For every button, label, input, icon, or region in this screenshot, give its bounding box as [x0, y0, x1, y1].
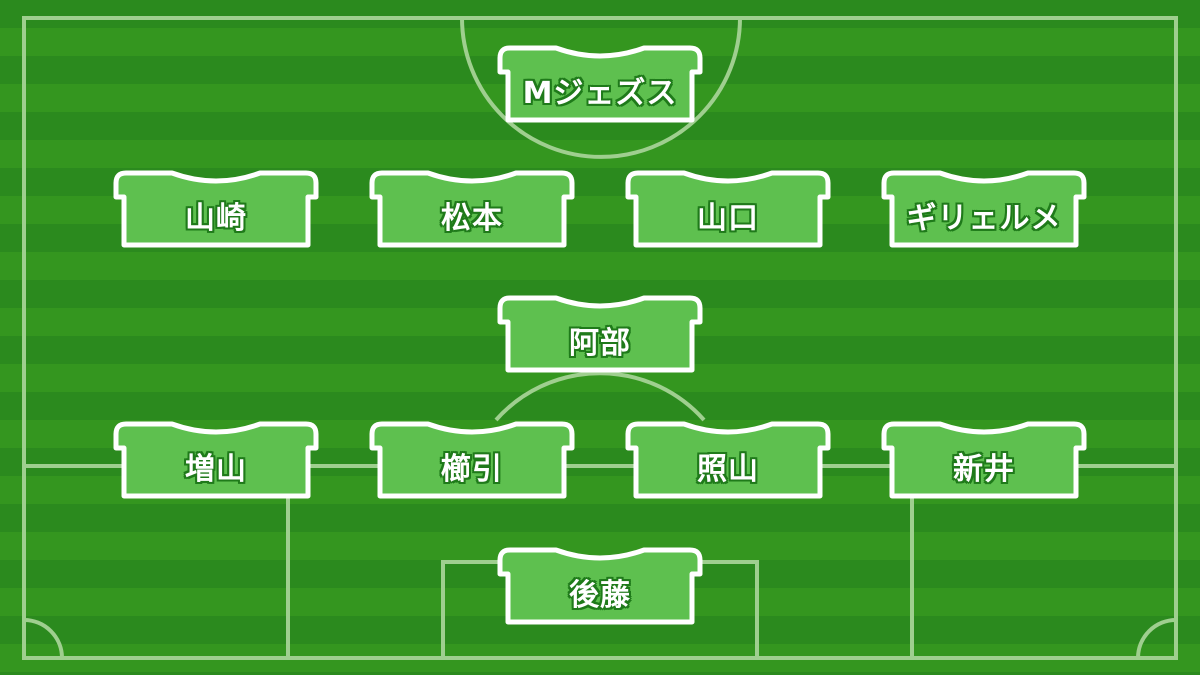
top-center-circle — [460, 17, 742, 159]
jersey-icon — [497, 547, 703, 625]
player-card-defensive-midfield: 阿部 — [494, 292, 706, 374]
player-name: 櫛引 — [441, 452, 503, 487]
player-card-defender-1: 増山 — [110, 418, 322, 500]
player-card-midfield-4: ギリェルメ — [878, 167, 1090, 249]
player-card-defender-3: 照山 — [622, 418, 834, 500]
jersey-icon — [113, 421, 319, 499]
jersey-icon — [625, 421, 831, 499]
player-card-goalkeeper: 後藤 — [494, 544, 706, 626]
jersey-icon — [369, 421, 575, 499]
player-card-defender-2: 櫛引 — [366, 418, 578, 500]
player-name: Mジェズス — [522, 76, 678, 111]
player-name: 後藤 — [569, 578, 631, 613]
player-name: 山口 — [697, 201, 759, 236]
player-card-midfield-3: 山口 — [622, 167, 834, 249]
player-name: 阿部 — [569, 326, 631, 361]
jersey-icon — [881, 421, 1087, 499]
player-name: 松本 — [441, 201, 503, 236]
jersey-icon — [625, 170, 831, 248]
jersey-icon — [497, 295, 703, 373]
player-name: 山崎 — [185, 201, 247, 236]
jersey-icon — [881, 170, 1087, 248]
player-card-defender-4: 新井 — [878, 418, 1090, 500]
player-card-forward: Mジェズス — [494, 42, 706, 124]
corner-arc-left — [23, 618, 64, 659]
bottom-center-circle-arc — [494, 371, 706, 422]
player-name: 増山 — [185, 452, 247, 487]
player-name: 新井 — [953, 452, 1015, 487]
player-card-midfield-1: 山崎 — [110, 167, 322, 249]
jersey-icon — [369, 170, 575, 248]
corner-arc-right — [1136, 618, 1177, 659]
player-name: 照山 — [697, 452, 759, 487]
player-card-midfield-2: 松本 — [366, 167, 578, 249]
player-name: ギリェルメ — [906, 201, 1062, 236]
jersey-icon — [113, 170, 319, 248]
jersey-icon — [497, 45, 703, 123]
